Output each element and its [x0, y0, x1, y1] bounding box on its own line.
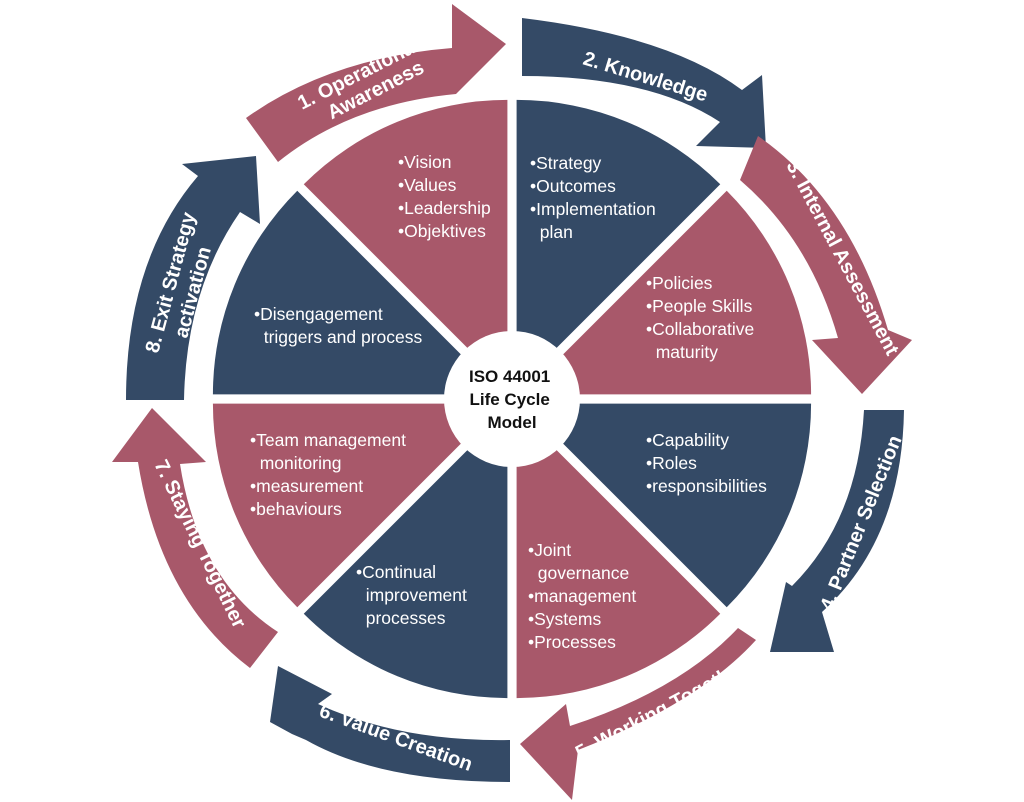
segment-text-7: •Team management monitoring •measurement… [250, 430, 440, 519]
segment-8[interactable] [212, 190, 501, 395]
segment-text-6: •Continual improvement processes [356, 562, 501, 628]
phase-arrow-4[interactable] [770, 410, 904, 652]
segment-text-2: •Strategy •Outcomes •Implementation plan [530, 153, 690, 242]
segment-2[interactable] [516, 99, 721, 388]
segment-texts: •Vision •Values •Leadership •Objektives … [250, 152, 788, 652]
center-title: ISO 44001 Life Cycle Model [469, 367, 555, 432]
segment-6[interactable] [303, 410, 508, 699]
phase-arrow-5[interactable] [520, 628, 756, 800]
outer-arrows [112, 4, 912, 800]
segment-text-8: •Disengagement triggers and process [254, 304, 447, 347]
phase-arrow-1[interactable] [246, 4, 506, 162]
segment-4[interactable] [523, 403, 812, 608]
center-circle [444, 331, 580, 467]
phase-arrow-2[interactable] [522, 18, 766, 148]
phase-arrow-6[interactable] [270, 666, 510, 782]
segment-5[interactable] [516, 410, 721, 699]
segment-text-4: •Capability •Roles •responsibilities [646, 430, 767, 496]
segment-1[interactable] [303, 99, 508, 388]
inner-segments [212, 99, 812, 699]
phase-arrow-3[interactable] [740, 136, 912, 394]
segment-text-5: •Joint governance •management •Systems •… [528, 540, 670, 652]
segment-7[interactable] [212, 403, 501, 608]
segment-text-3: •Policies •People Skills •Collaborative … [646, 273, 788, 362]
phase-arrow-8[interactable] [126, 156, 260, 400]
phase-arrow-7[interactable] [112, 408, 278, 668]
segment-text-1: •Vision •Values •Leadership •Objektives [398, 152, 496, 241]
segment-3[interactable] [523, 190, 812, 395]
